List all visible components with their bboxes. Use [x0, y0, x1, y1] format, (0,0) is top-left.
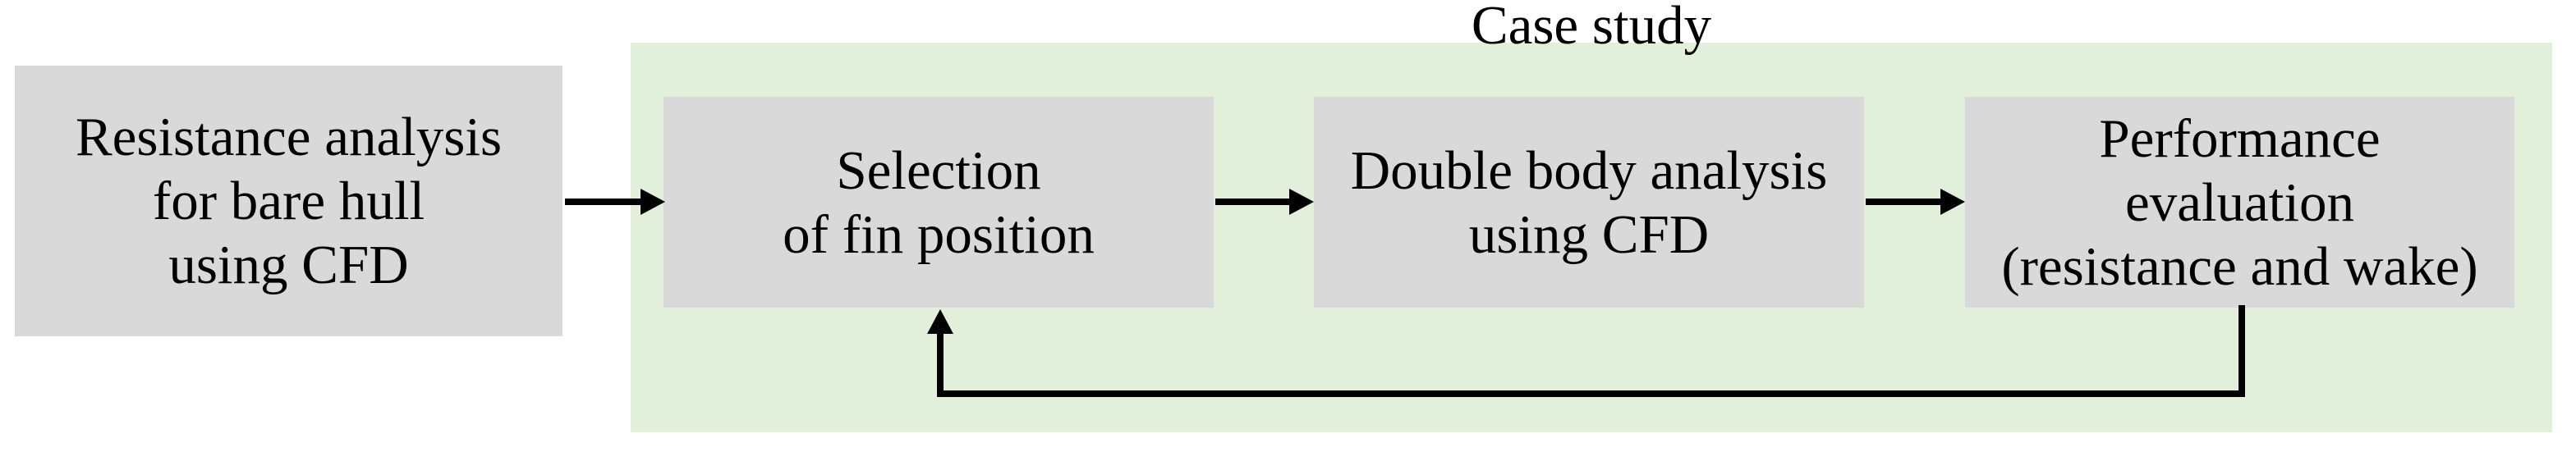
arrow-right-icon — [1940, 189, 1965, 215]
flow-box-performance-evaluation: Performance evaluation (resistance and w… — [1965, 97, 2514, 308]
arrow-line — [1215, 199, 1291, 205]
flow-box-double-body-analysis: Double body analysis using CFD — [1314, 97, 1864, 308]
feedback-line-up — [937, 330, 944, 395]
flow-box-label: Selection of fin position — [783, 139, 1095, 265]
feedback-line-horizontal — [937, 390, 2245, 397]
flow-box-label: Resistance analysis for bare hull using … — [75, 107, 503, 295]
case-study-title: Case study — [1471, 0, 1712, 56]
flow-box-selection-of-fin-position: Selection of fin position — [664, 97, 1214, 308]
arrow-right-icon — [641, 189, 665, 215]
arrow-up-icon — [927, 309, 953, 334]
arrow-right-icon — [1289, 189, 1314, 215]
flow-box-resistance-analysis: Resistance analysis for bare hull using … — [15, 66, 562, 336]
feedback-line-down — [2239, 305, 2245, 397]
flow-box-label: Double body analysis using CFD — [1350, 139, 1828, 265]
arrow-line — [1866, 199, 1942, 205]
arrow-line — [565, 199, 642, 205]
flow-box-label: Performance evaluation (resistance and w… — [2001, 107, 2478, 297]
